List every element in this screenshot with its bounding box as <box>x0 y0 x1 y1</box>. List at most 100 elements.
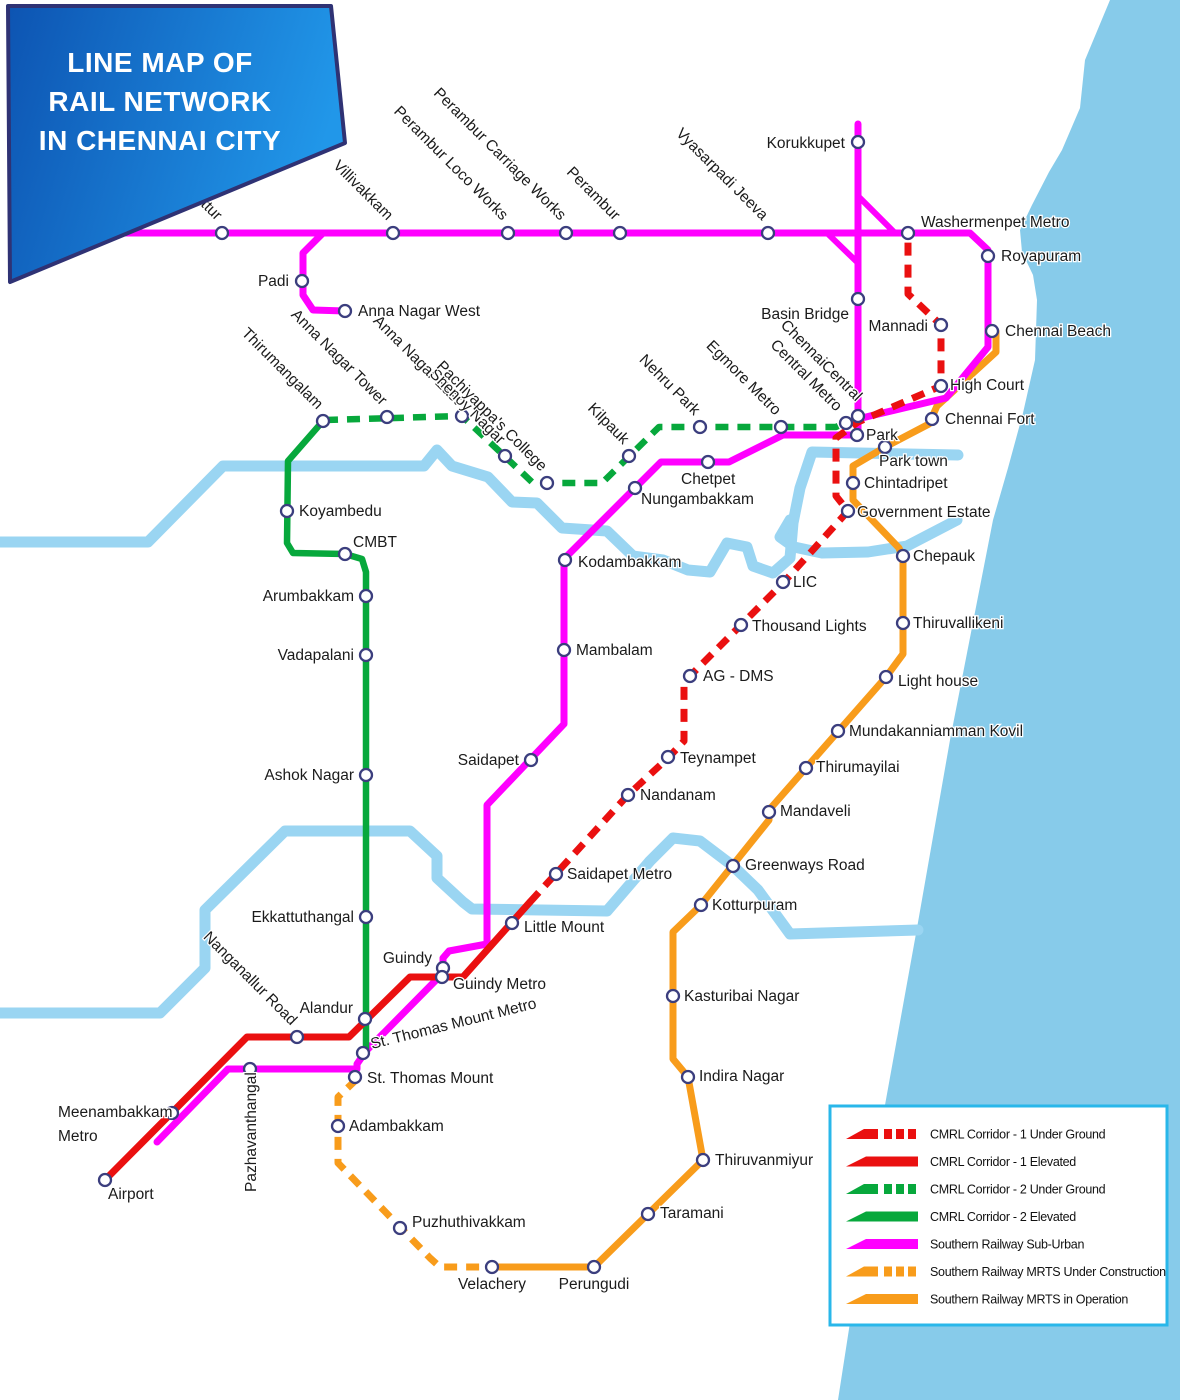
legend-swatch-dash <box>896 1129 904 1139</box>
station-label-thousand-lights: Thousand Lights <box>752 618 867 635</box>
station-label-little-mount: Little Mount <box>524 919 605 936</box>
line-cmrl1-underground <box>527 237 945 905</box>
station-chintadripet <box>845 475 861 491</box>
station-central-metro <box>838 415 854 431</box>
station-villivakkam <box>385 225 401 241</box>
station-ashok-nagar <box>358 767 374 783</box>
station-mambalam <box>556 642 572 658</box>
legend-swatch-dash-head <box>846 1129 878 1139</box>
station-label-kotturpuram: Kotturpuram <box>712 897 797 914</box>
station-label-korukkupet: Korukkupet <box>767 135 846 152</box>
station-greenways-road <box>725 858 741 874</box>
legend-swatch-dash <box>908 1184 916 1194</box>
sea-layer <box>838 0 1180 1400</box>
station-alandur <box>357 1011 373 1027</box>
station-adambakkam <box>330 1118 346 1134</box>
line-cmrl2-elevated <box>283 417 370 1057</box>
legend-swatch-dash <box>896 1184 904 1194</box>
station-label-thirumayilai: Thirumayilai <box>816 759 900 776</box>
legend-item-label: Southern Railway Sub-Urban <box>930 1238 1084 1252</box>
legend-item-cmrl-corridor-1-elevated: CMRL Corridor - 1 Elevated <box>846 1155 1077 1169</box>
station-label-vadapalani: Vadapalani <box>278 647 354 664</box>
station-chepauk <box>895 548 911 564</box>
legend-swatch-dash <box>908 1129 916 1139</box>
legend-swatch-dash-head <box>846 1266 878 1277</box>
station-indira-nagar <box>680 1069 696 1085</box>
station-label-cmbt: CMBT <box>353 534 397 551</box>
station-kasturibai-nagar <box>665 988 681 1004</box>
legend-swatch-dash <box>908 1266 916 1277</box>
station-label-villivakkam: Villivakkam <box>330 157 397 224</box>
station-ekkattuthangal <box>358 909 374 925</box>
legend-item-label: Southern Railway MRTS Under Construction <box>930 1265 1166 1279</box>
station-chetpet <box>700 454 716 470</box>
legend-swatch-solid <box>846 1239 918 1249</box>
station-pachiyappa-s-college <box>539 475 555 491</box>
station-label-basin-bridge: Basin Bridge <box>761 306 849 323</box>
station-label-saidapet-metro: Saidapet Metro <box>567 866 672 883</box>
legend-swatch-dash <box>884 1129 892 1139</box>
station-label-saidapet: Saidapet <box>458 752 520 769</box>
station-basin-bridge <box>850 291 866 307</box>
station-label-mambalam: Mambalam <box>576 642 653 659</box>
station-label-lic: LIC <box>793 574 817 591</box>
title-line-1: LINE MAP OF <box>67 47 252 78</box>
station-velachery <box>484 1259 500 1275</box>
legend-swatch-dash-head <box>846 1184 878 1194</box>
station-perambur-loco-works <box>500 225 516 241</box>
legend-item-label: CMRL Corridor - 2 Elevated <box>930 1210 1076 1224</box>
station-label-thiruvanmiyur: Thiruvanmiyur <box>715 1152 813 1169</box>
station-kodambakkam <box>557 552 573 568</box>
station-label-airport: Airport <box>108 1186 154 1203</box>
station-guindy-metro <box>434 969 450 985</box>
station-label-thiruvallikeni: Thiruvallikeni <box>913 615 1003 632</box>
station-anna-nagar-tower <box>379 409 395 425</box>
station-label-chetpet: Chetpet <box>681 471 736 488</box>
station-label-kodambakkam: Kodambakkam <box>578 554 681 571</box>
station-label-alandur: Alandur <box>300 1000 353 1017</box>
legend-swatch-dash <box>884 1266 892 1277</box>
station-nehru-park <box>692 419 708 435</box>
station-label-guindy-metro: Guindy Metro <box>453 976 546 993</box>
sea <box>838 0 1180 1400</box>
station-label-perungudi: Perungudi <box>559 1276 630 1293</box>
station-label-mundakanniamman-kovil: Mundakanniamman Kovil <box>849 723 1023 740</box>
station-label-nandanam: Nandanam <box>640 787 716 804</box>
station-label-meenambakkam-metro: Meenambakkam <box>58 1104 173 1121</box>
station-label-shenoy-nagar: Shenoy Nagar <box>426 366 508 448</box>
station-label-royapuram: Royapuram <box>1001 248 1081 265</box>
station-mannadi <box>933 317 949 333</box>
station-kotturpuram <box>693 897 709 913</box>
station-label-park: Park <box>866 427 898 444</box>
legend-swatch-dash <box>896 1266 904 1277</box>
station-meenambakkam-metro <box>164 1105 180 1121</box>
station-label-chintadripet: Chintadripet <box>864 475 948 492</box>
station-anna-nagar-east <box>454 408 470 424</box>
station-royapuram <box>980 248 996 264</box>
station-thiruvanmiyur <box>695 1152 711 1168</box>
line-cmrl1-elevated <box>101 898 534 1184</box>
line-suburban-connector-ne <box>855 193 897 235</box>
station-light-house <box>878 669 894 685</box>
station-nungambakkam <box>627 480 643 496</box>
station-park-town <box>877 439 893 455</box>
legend-swatch-solid <box>846 1211 918 1222</box>
station-label-ashok-nagar: Ashok Nagar <box>264 767 354 784</box>
station-label-government-estate: Government Estate <box>857 504 991 521</box>
station-pazhavanthangal <box>242 1061 258 1077</box>
station-shenoy-nagar <box>497 448 513 464</box>
line-cmrl2-underground <box>324 412 848 487</box>
line-mrts-under-construction <box>334 1076 490 1271</box>
station-label-perambur-loco-works: Perambur Loco Works <box>390 103 511 224</box>
legend-swatch-solid <box>846 1156 918 1167</box>
station-kilpauk <box>621 448 637 464</box>
station-st-thomas-mount <box>347 1069 363 1085</box>
station-label-padi: Padi <box>258 273 289 290</box>
station-label-kilpauk: Kilpauk <box>584 400 632 448</box>
station-park <box>849 427 865 443</box>
line-suburban-south <box>153 431 861 1146</box>
legend-item-cmrl-corridor-2-under-ground: CMRL Corridor - 2 Under Ground <box>846 1183 1106 1197</box>
station-anna-nagar-west <box>337 303 353 319</box>
